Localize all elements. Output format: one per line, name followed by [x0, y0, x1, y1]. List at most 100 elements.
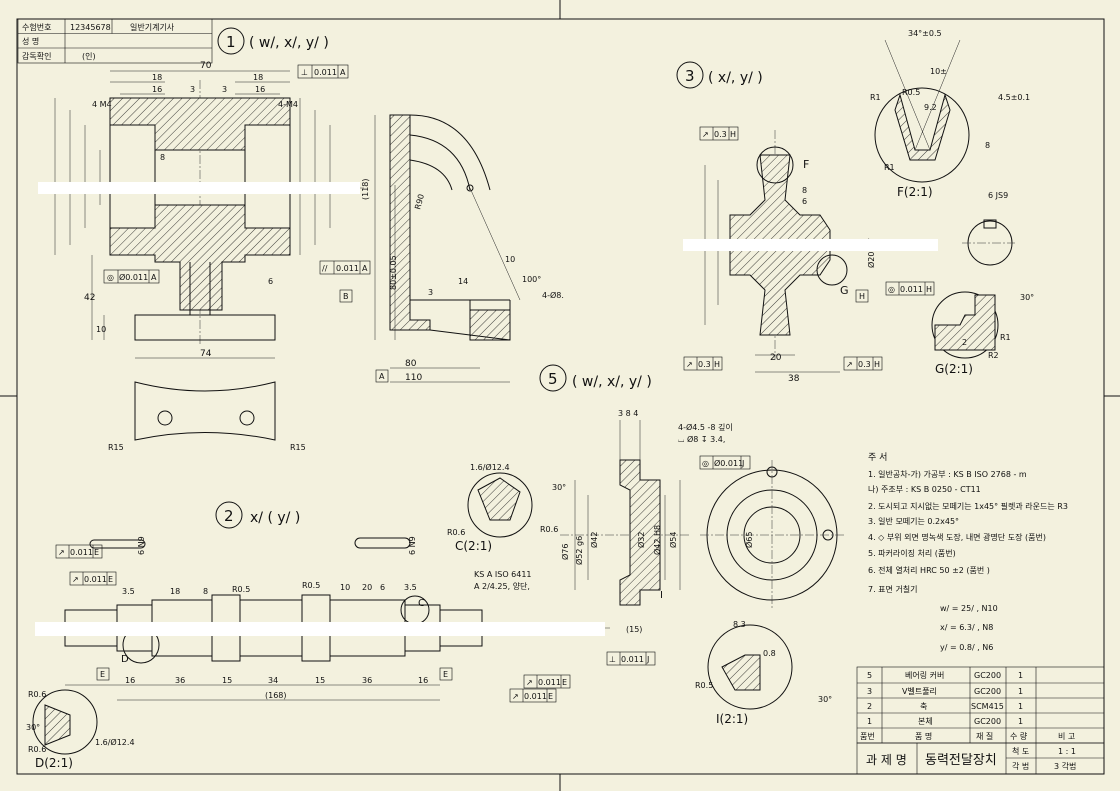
tol-frame-3-datum: A: [362, 264, 368, 273]
i-dim-08: 0.8: [763, 649, 776, 658]
id-extra-1: 일반기계기사: [130, 22, 175, 32]
p1-dim-r15a: R15: [108, 443, 124, 452]
balloon-1: 1 ( w/, x/, y/ ): [217, 27, 329, 55]
f-dim-r05: R0.5: [902, 88, 920, 97]
p5-mark-i: I: [660, 590, 663, 601]
tol-frame-10-sym: ↗: [58, 548, 65, 557]
g-dim-2: 2: [962, 338, 967, 347]
id-label-1: 수험번호: [22, 23, 51, 32]
tol-frame-9-sym: ⊥: [609, 655, 616, 664]
parts-row-3-name: 축: [920, 702, 927, 711]
p1-dim-74: 74: [200, 349, 212, 359]
tol-frame-1-datum: A: [340, 68, 346, 77]
tol-frame-5-datum: H: [926, 285, 932, 294]
p5-dim-42h8: Ø42 H8: [652, 525, 662, 555]
tol-frame-13-val: 0.011: [524, 692, 547, 701]
p3-label-g: G: [840, 284, 849, 297]
p3-dim-6b: 6: [802, 197, 807, 206]
i-dim-83: 8.3: [733, 620, 746, 629]
notes-line-8: 7. 표면 거칠기: [868, 584, 918, 594]
balloon-5-number: 5: [548, 370, 558, 388]
notes-line-3: 2. 도시되고 지시없는 모떼기는 1x45° 필렛과 라운드는 R3: [868, 501, 1068, 511]
p2-dim-16b: 16: [418, 676, 428, 685]
tol-frame-2-sym: ◎: [107, 273, 114, 282]
detail-g-label: G(2:1): [935, 362, 973, 376]
tol-frame-2-val: Ø0.011: [119, 272, 148, 282]
c-dim-r06: R0.6: [447, 528, 465, 537]
balloon-2-symbols: x/ ( y/ ): [250, 510, 300, 526]
parts-row-4-qty: 1: [1018, 717, 1023, 726]
detail-d: R0.6 30° R0.6 1.6/Ø12.4 D(2:1): [26, 689, 135, 770]
part1-side-view: (118) 80±0.05 R90 80 110 14 3 10 100° 4-…: [361, 114, 564, 383]
scale-value: 1 : 1: [1058, 747, 1076, 756]
id-label-3: 감독확인: [22, 51, 51, 61]
p2-ks2: A 2/4.25, 양단,: [474, 581, 530, 591]
f-dim-34: 34°±0.5: [908, 29, 942, 38]
g-dim-r1: R1: [1000, 333, 1011, 342]
balloon-5: 5 ( w/, x/, y/ ): [539, 364, 652, 392]
p2-dim-r05b: R0.5: [302, 581, 320, 590]
p2-dim-34: 34: [268, 676, 278, 685]
datum-a: A: [379, 372, 385, 381]
tol-frame-7-datum: H: [874, 360, 880, 369]
p2-dim-36a: 36: [175, 676, 185, 685]
tol-frame-12-val: 0.011: [538, 678, 561, 687]
d-rough: 1.6/Ø12.4: [95, 737, 135, 747]
tol-frame-4-sym: ↗: [702, 130, 709, 139]
tol-frame-4-datum: H: [730, 130, 736, 139]
detail-d-label: D(2:1): [35, 756, 73, 770]
keyway-dim: 6 JS9: [988, 191, 1008, 200]
i-dim-r05: R0.5: [695, 681, 713, 690]
keyway-view: 6 JS9: [962, 191, 1015, 266]
p2-mark-c: C: [418, 598, 425, 609]
p1-dim-3b: 3: [222, 85, 227, 94]
p1-dim-10: 10: [96, 325, 106, 334]
p3-dim-20: 20: [770, 353, 782, 363]
title-label: 과 제 명: [866, 753, 907, 767]
detail-c: 1.6/Ø12.4 30° R0.6 R0.6 C(2:1): [447, 462, 566, 553]
c-rough: 1.6/Ø12.4: [470, 462, 510, 472]
p5-dim-32: Ø32: [636, 532, 646, 548]
notes-line-4: 3. 일반 모떼기는 0.2x45°: [868, 516, 959, 526]
p1-dim-110: 110: [405, 373, 422, 383]
p5-dim-54: Ø54: [668, 532, 678, 548]
tol-frame-7-val: 0.3: [858, 360, 871, 369]
p1-dim-42: 42: [84, 293, 95, 303]
p1-dim-r90: R90: [413, 193, 426, 211]
i-dim-30: 30°: [818, 695, 832, 704]
c-dim-r06b: R0.6: [540, 525, 558, 534]
tol-frame-7-sym: ↗: [846, 360, 853, 369]
p5-dim-384: 3 8 4: [618, 409, 638, 418]
parts-row-3-num: 2: [867, 702, 872, 711]
p2-dim-6n9a: 6 N9: [137, 536, 146, 555]
tol-frame-8-val: Ø0.011: [714, 458, 743, 468]
parts-list: 5 베어링 커버 GC200 1 3 V벨트풀리 GC200 1 2 축 SCM…: [856, 666, 1105, 744]
p1-dim-80: 80: [405, 359, 417, 369]
id-value-1: 12345678: [70, 23, 111, 32]
f-dim-8: 8: [985, 141, 990, 150]
datum-b: B: [343, 292, 349, 301]
parts-header-note: 비 고: [1058, 732, 1075, 741]
p5-dim-52: Ø52 g6: [574, 536, 584, 565]
notes-line-5: 4. ◇ 부위 외면 명녹색 도장, 내면 광명단 도장 (품번): [868, 532, 1046, 542]
p1-dim-3a: 3: [190, 85, 195, 94]
p1-dim-18a: 18: [152, 73, 162, 82]
p3-dim-h7: Ø20 H7: [866, 238, 876, 268]
tol-frame-3-val: 0.011: [336, 264, 359, 273]
notes-rough-3: y/ = 0.8/ , N6: [940, 643, 993, 652]
p2-mark-d: D: [121, 654, 129, 665]
p1-dim-4m4a: 4 M4: [92, 100, 112, 109]
part5-cover-view: 3 8 4 4-Ø4.5 -8 깊이 ⌴ Ø8 ↧ 3.4, Ø76 Ø52 g…: [560, 409, 845, 634]
tol-frame-6-val: 0.3: [698, 360, 711, 369]
parts-row-2-qty: 1: [1018, 687, 1023, 696]
tol-frame-13-datum: E: [548, 692, 553, 701]
p2-dim-6n9b: 6 N9: [408, 536, 417, 555]
parts-header-mat: 재 질: [976, 732, 993, 741]
parts-row-3-qty: 1: [1018, 702, 1023, 711]
balloon-3: 3 ( x/, y/ ): [676, 61, 763, 89]
p2-dim-168: (168): [265, 691, 287, 700]
